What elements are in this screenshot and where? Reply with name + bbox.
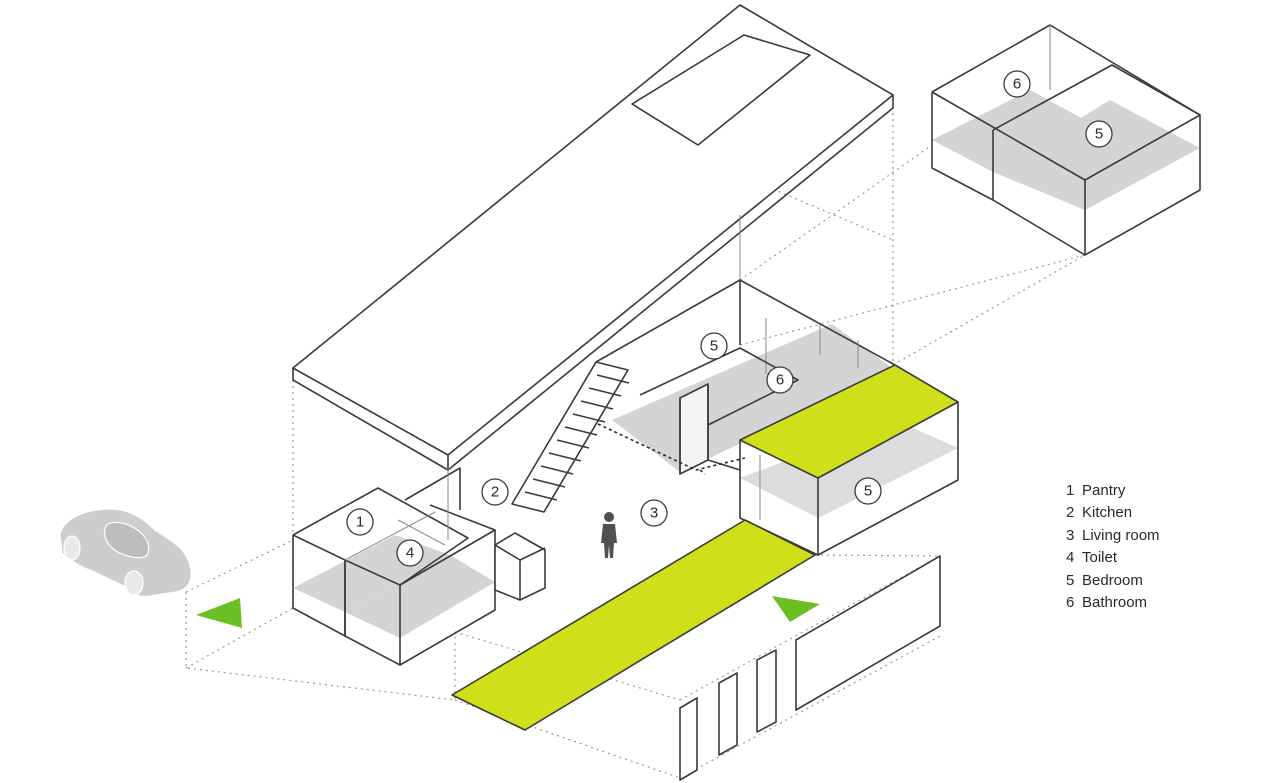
legend-item: 3 Living room	[1066, 525, 1160, 547]
legend-number: 2	[1066, 504, 1075, 522]
marker-bedroom-front: 5	[854, 477, 882, 505]
entrance-arrow-icon	[196, 598, 242, 628]
svg-text:6: 6	[776, 372, 784, 389]
front-bedroom-box	[739, 364, 959, 556]
staircase	[511, 361, 630, 513]
legend-item: 1 Pantry	[1066, 480, 1160, 502]
svg-text:6: 6	[1013, 76, 1021, 93]
marker-kitchen: 2	[481, 478, 509, 506]
legend-item: 2 Kitchen	[1066, 502, 1160, 524]
svg-text:4: 4	[406, 545, 414, 562]
legend-number: 6	[1066, 594, 1075, 612]
svg-text:5: 5	[1095, 126, 1103, 143]
marker-bathroom-mid: 6	[766, 366, 794, 394]
legend-item: 5 Bedroom	[1066, 570, 1160, 592]
exploded-upper-rooms	[931, 24, 1201, 256]
marker-pantry: 1	[346, 508, 374, 536]
legend-number: 1	[1066, 482, 1075, 499]
legend-number: 4	[1066, 549, 1075, 567]
legend-label: Bedroom	[1082, 571, 1143, 589]
svg-text:5: 5	[710, 338, 718, 355]
person-icon	[601, 512, 617, 558]
marker-toilet: 4	[396, 539, 424, 567]
svg-text:5: 5	[864, 483, 872, 500]
legend-label: Kitchen	[1082, 504, 1133, 522]
legend-label: Bathroom	[1082, 594, 1148, 612]
legend-number: 3	[1066, 526, 1075, 544]
ground-walkway	[451, 519, 816, 731]
legend-item: 6 Bathroom	[1066, 592, 1160, 614]
skylight	[631, 34, 811, 146]
legend-label: Living room	[1082, 526, 1160, 544]
marker-bathroom-top: 6	[1003, 70, 1031, 98]
facade-panels	[679, 555, 941, 781]
svg-text:2: 2	[491, 484, 499, 501]
svg-text:3: 3	[650, 505, 658, 522]
marker-bedroom-mid: 5	[700, 332, 728, 360]
legend-number: 5	[1066, 571, 1075, 589]
legend-item: 4 Toilet	[1066, 547, 1160, 569]
marker-bedroom-top: 5	[1085, 120, 1113, 148]
svg-text:1: 1	[356, 514, 364, 531]
legend-label: Pantry	[1082, 482, 1126, 499]
car-icon	[59, 508, 192, 598]
marker-living-room: 3	[640, 499, 668, 527]
upper-floor-block	[595, 279, 896, 475]
roof-slab	[292, 4, 894, 471]
entrance-arrow-icon	[772, 596, 820, 622]
legend-label: Toilet	[1082, 549, 1118, 567]
